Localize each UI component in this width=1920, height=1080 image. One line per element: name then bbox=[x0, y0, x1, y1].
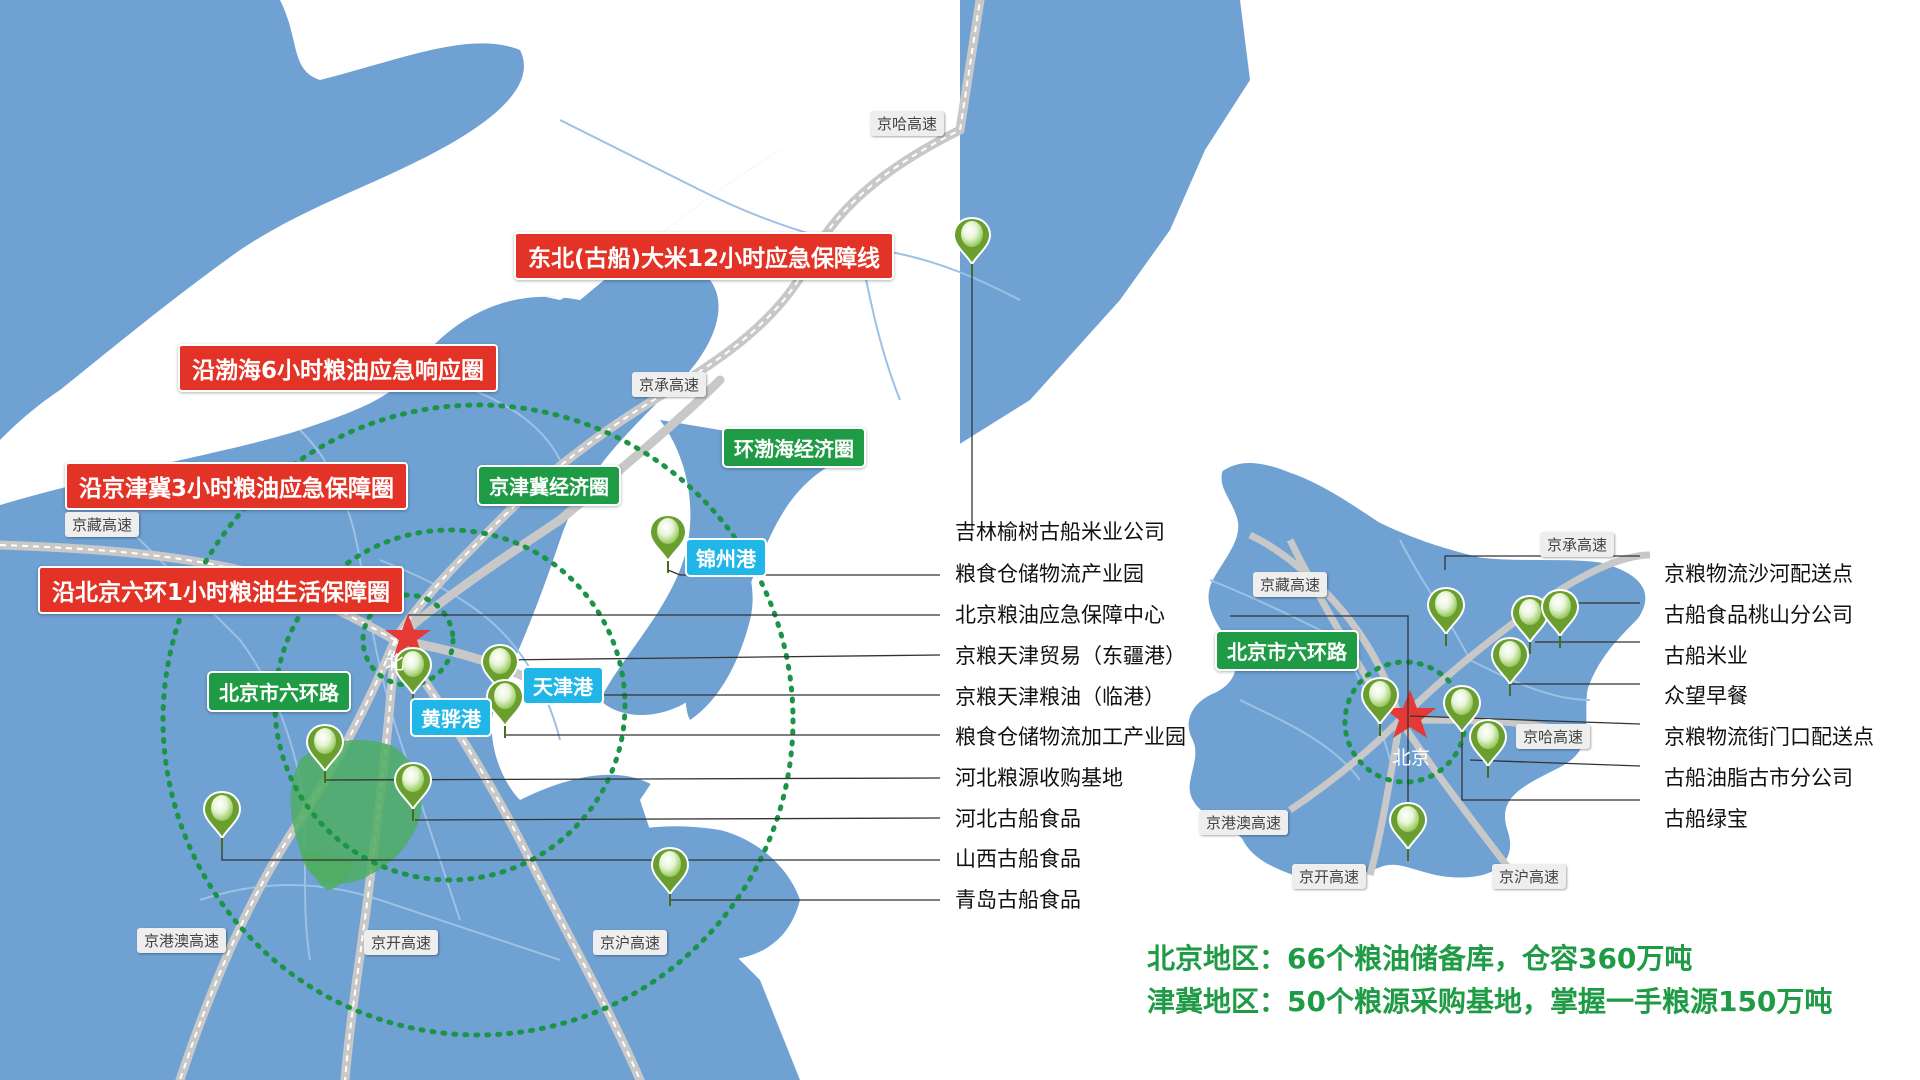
jingcheng-highway-label: 京承高速 bbox=[632, 372, 707, 397]
inset-facility-item: 古船绿宝 bbox=[1664, 807, 1748, 831]
facility-item: 青岛古船食品 bbox=[955, 888, 1081, 912]
inset-facility-item: 京粮物流街门口配送点 bbox=[1664, 725, 1874, 749]
jingjinji-economic-circle-label: 京津冀经济圈 bbox=[477, 465, 621, 506]
jinggangao-highway-label: 京港澳高速 bbox=[137, 928, 227, 953]
facility-item: 河北古船食品 bbox=[955, 807, 1081, 831]
facility-item: 京粮天津贸易（东疆港） bbox=[955, 644, 1186, 668]
beijing-star-icon bbox=[385, 614, 431, 656]
beijing-inset-star-icon bbox=[1384, 690, 1436, 738]
ring-road-label: 北京市六环路 bbox=[207, 671, 351, 712]
inset-jinghu-highway-label: 京沪高速 bbox=[1492, 864, 1567, 889]
inset-facility-item: 京粮物流沙河配送点 bbox=[1664, 562, 1853, 586]
jingzang-highway-label: 京藏高速 bbox=[65, 512, 140, 537]
hebei-grain-base-area bbox=[290, 740, 422, 884]
jinji-summary-text: 津冀地区：50个粮源采购基地，掌握一手粮源150万吨 bbox=[1147, 985, 1833, 1018]
inset-jingkai-highway-label: 京开高速 bbox=[1292, 864, 1367, 889]
inset-facility-item: 古船油脂古市分公司 bbox=[1664, 766, 1853, 790]
beijing-city-label: 北 bbox=[385, 652, 405, 674]
jinzhou-port-label: 锦州港 bbox=[685, 538, 767, 577]
inset-facility-item: 古船米业 bbox=[1664, 644, 1748, 668]
inset-ring-road-label: 北京市六环路 bbox=[1215, 630, 1359, 671]
bohai-6h-circle bbox=[160, 402, 796, 1038]
facility-item: 京粮天津粮油（临港） bbox=[955, 685, 1165, 709]
inset-jingcheng-highway-label: 京承高速 bbox=[1540, 532, 1615, 557]
facility-item: 北京粮油应急保障中心 bbox=[955, 603, 1165, 627]
inset-facility-item: 古船食品桃山分公司 bbox=[1664, 603, 1853, 627]
facility-item: 粮食仓储物流产业园 bbox=[955, 562, 1144, 586]
bohai-6h-zone-label: 沿渤海6小时粮油应急响应圈 bbox=[178, 344, 499, 392]
northeast-emergency-line-label: 东北(古船)大米12小时应急保障线 bbox=[514, 232, 895, 280]
inset-jinggangao-highway-label: 京港澳高速 bbox=[1199, 810, 1289, 835]
inset-jingha-highway-label: 京哈高速 bbox=[1516, 724, 1591, 749]
bohai-economic-circle-label: 环渤海经济圈 bbox=[722, 427, 866, 468]
jjj-3h-zone-label: 沿京津冀3小时粮油应急保障圈 bbox=[65, 462, 409, 510]
inset-jingzang-highway-label: 京藏高速 bbox=[1253, 572, 1328, 597]
beijing-1h-zone-label: 沿北京六环1小时粮油生活保障圈 bbox=[38, 566, 405, 614]
huanghua-port-label: 黄骅港 bbox=[410, 698, 492, 737]
facility-item: 吉林榆树古船米业公司 bbox=[955, 520, 1165, 544]
inset-facility-item: 众望早餐 bbox=[1664, 684, 1748, 708]
facility-item: 粮食仓储物流加工产业园 bbox=[955, 725, 1186, 749]
beijing-1h-circle bbox=[360, 592, 456, 688]
facility-item: 河北粮源收购基地 bbox=[955, 766, 1123, 790]
beijing-summary-text: 北京地区：66个粮油储备库，仓容360万吨 bbox=[1147, 942, 1693, 975]
beijing-inset-city-label: 北京 bbox=[1392, 747, 1431, 769]
facility-item: 山西古船食品 bbox=[955, 847, 1081, 871]
jingha-highway-label: 京哈高速 bbox=[870, 111, 945, 136]
jingkai-highway-label: 京开高速 bbox=[364, 930, 439, 955]
jinghu-highway-label: 京沪高速 bbox=[593, 930, 668, 955]
tianjin-port-label: 天津港 bbox=[522, 666, 604, 705]
